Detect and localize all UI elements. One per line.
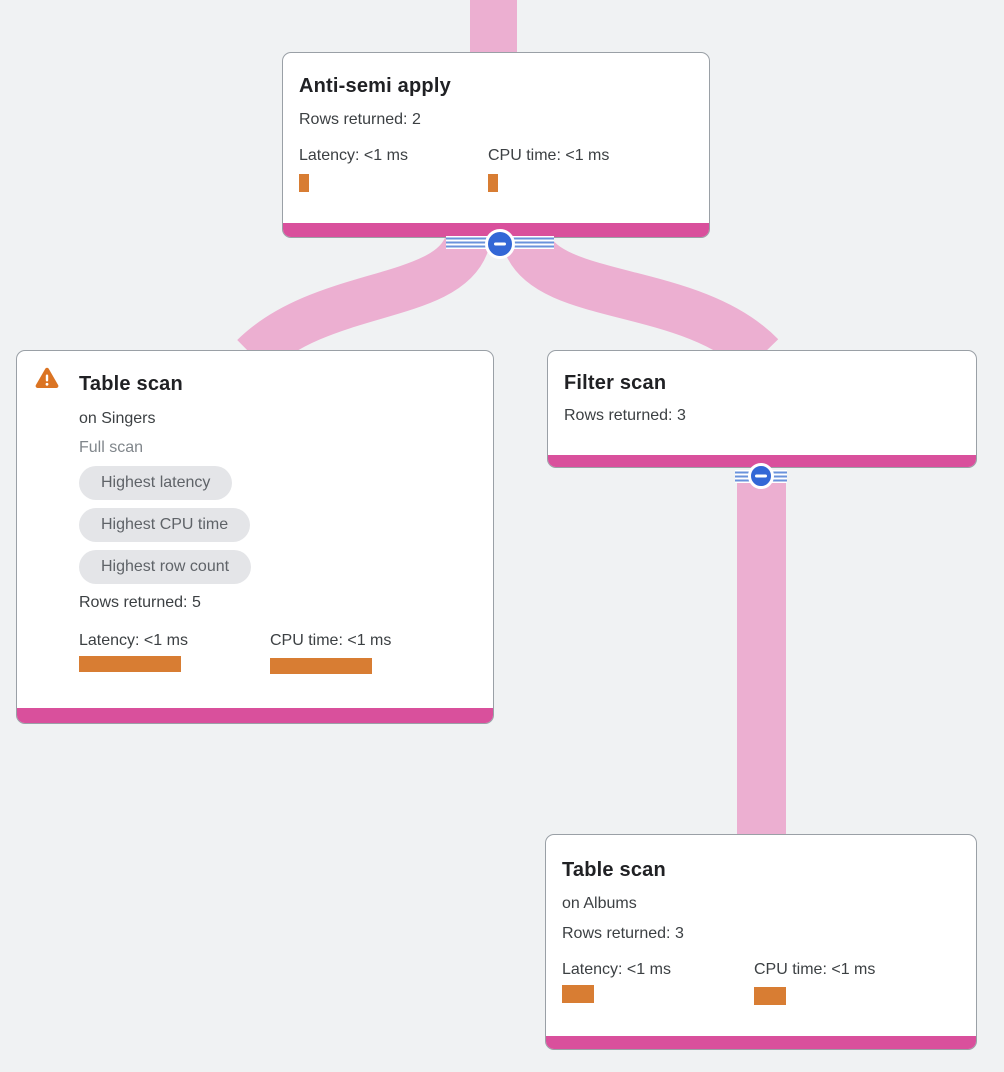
rows-returned-label: Rows returned: 5 [79,594,201,611]
latency-label: Latency: <1 ms [562,961,671,978]
cpu-metric-bar [488,174,498,192]
latency-label: Latency: <1 ms [79,632,188,649]
cpu-metric-bar [270,658,372,674]
node-accent-bar [17,708,493,723]
node-title: Table scan [79,373,183,395]
plan-node-filter-scan[interactable]: Filter scan Rows returned: 3 [547,350,977,468]
node-title: Filter scan [564,372,667,394]
collapse-button-root[interactable] [485,229,515,259]
scan-type-label: Full scan [79,439,144,456]
node-accent-bar [548,455,976,467]
edge-root-to-right-node [504,232,779,374]
minus-icon [494,242,506,246]
node-accent-bar [546,1036,976,1049]
latency-metric-bar [562,985,594,1003]
cpu-time-label: CPU time: <1 ms [270,632,392,649]
latency-metric-bar [79,656,181,672]
badge-highest-row-count: Highest row count [79,550,252,584]
plan-node-anti-semi-apply[interactable]: Anti-semi apply Rows returned: 2 Latency… [282,52,710,238]
cpu-time-label: CPU time: <1 ms [754,961,876,978]
node-subtitle: on Albums [562,895,637,912]
latency-label: Latency: <1 ms [299,147,408,164]
rows-returned-label: Rows returned: 3 [564,407,686,424]
node-title: Anti-semi apply [299,75,451,97]
cpu-metric-bar [754,987,786,1005]
edge-root-to-left-node [237,233,489,373]
node-title: Table scan [562,859,666,881]
badge-highest-cpu-time: Highest CPU time [79,508,251,542]
plan-node-table-scan-albums[interactable]: Table scan on Albums Rows returned: 3 La… [545,834,977,1050]
collapse-button-filter[interactable] [748,463,774,489]
badge-highest-latency: Highest latency [79,466,233,500]
plan-node-table-scan-singers[interactable]: Table scan on Singers Full scan Highest … [16,350,494,724]
warning-icon [35,367,59,388]
rows-returned-label: Rows returned: 3 [562,925,684,942]
node-subtitle: on Singers [79,410,156,427]
minus-icon [755,474,767,478]
cpu-time-label: CPU time: <1 ms [488,147,610,164]
rows-returned-label: Rows returned: 2 [299,111,421,128]
latency-metric-bar [299,174,309,192]
